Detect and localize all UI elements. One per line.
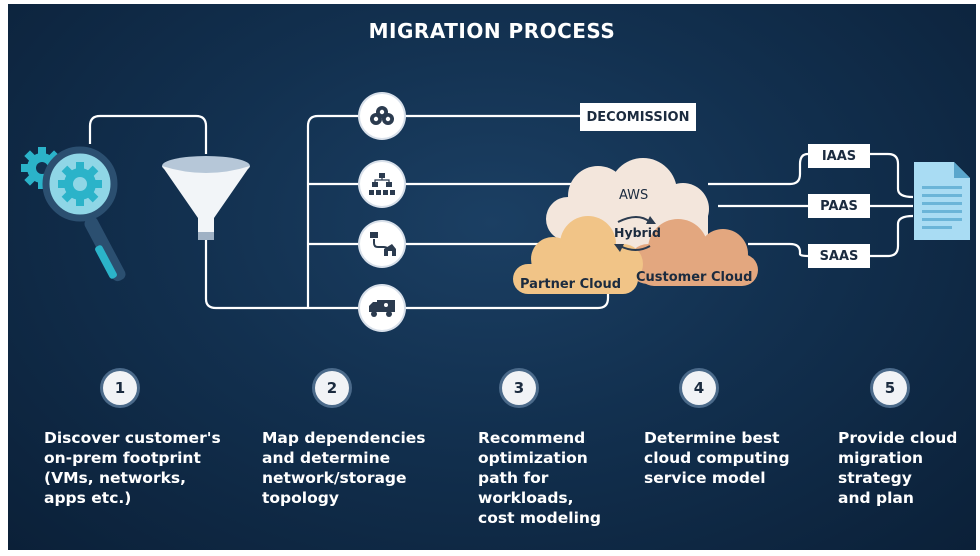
step-5-number: 5 bbox=[873, 371, 907, 405]
step-2-text: Map dependencies and determine network/s… bbox=[262, 429, 426, 507]
cloud-customer-label: Customer Cloud bbox=[636, 270, 753, 285]
step-4-text: Determine best cloud computing service m… bbox=[644, 429, 790, 487]
step-3-number: 3 bbox=[502, 371, 536, 405]
hybrid-cloud-graphic bbox=[513, 158, 758, 294]
node-gears bbox=[360, 94, 404, 138]
step-4-number: 4 bbox=[682, 371, 716, 405]
saas-box: SAAS bbox=[808, 244, 870, 268]
paas-box: PAAS bbox=[808, 194, 870, 218]
cloud-partner-label: Partner Cloud bbox=[520, 277, 622, 292]
step-3-text: Recommend optimization path for workload… bbox=[478, 429, 602, 527]
connector-lines bbox=[88, 114, 914, 310]
gears-cluster-icon bbox=[370, 106, 394, 125]
page-title: MIGRATION PROCESS bbox=[368, 19, 616, 43]
iaas-box: IAAS bbox=[808, 144, 870, 168]
document-icon bbox=[914, 162, 970, 240]
node-hierarchy bbox=[360, 162, 404, 206]
step-2-number: 2 bbox=[315, 371, 349, 405]
node-truck bbox=[360, 286, 404, 330]
step-5-text: Provide cloud migration strategy and pla… bbox=[838, 429, 958, 507]
cloud-aws-label: AWS bbox=[619, 188, 649, 203]
step-1-number: 1 bbox=[103, 371, 137, 405]
node-route bbox=[360, 222, 404, 266]
migration-diagram: MIGRATION PROCESS bbox=[8, 4, 976, 550]
route-icon bbox=[370, 232, 396, 256]
truck-icon bbox=[369, 300, 395, 317]
cloud-hybrid-label: Hybrid bbox=[614, 225, 661, 240]
magnifier-gears-icon bbox=[21, 146, 126, 282]
hierarchy-icon bbox=[369, 173, 395, 195]
step-1-text: Discover customer's on-prem footprint (V… bbox=[44, 429, 221, 507]
funnel-icon bbox=[162, 156, 250, 240]
decomission-box: DECOMISSION bbox=[580, 103, 696, 131]
